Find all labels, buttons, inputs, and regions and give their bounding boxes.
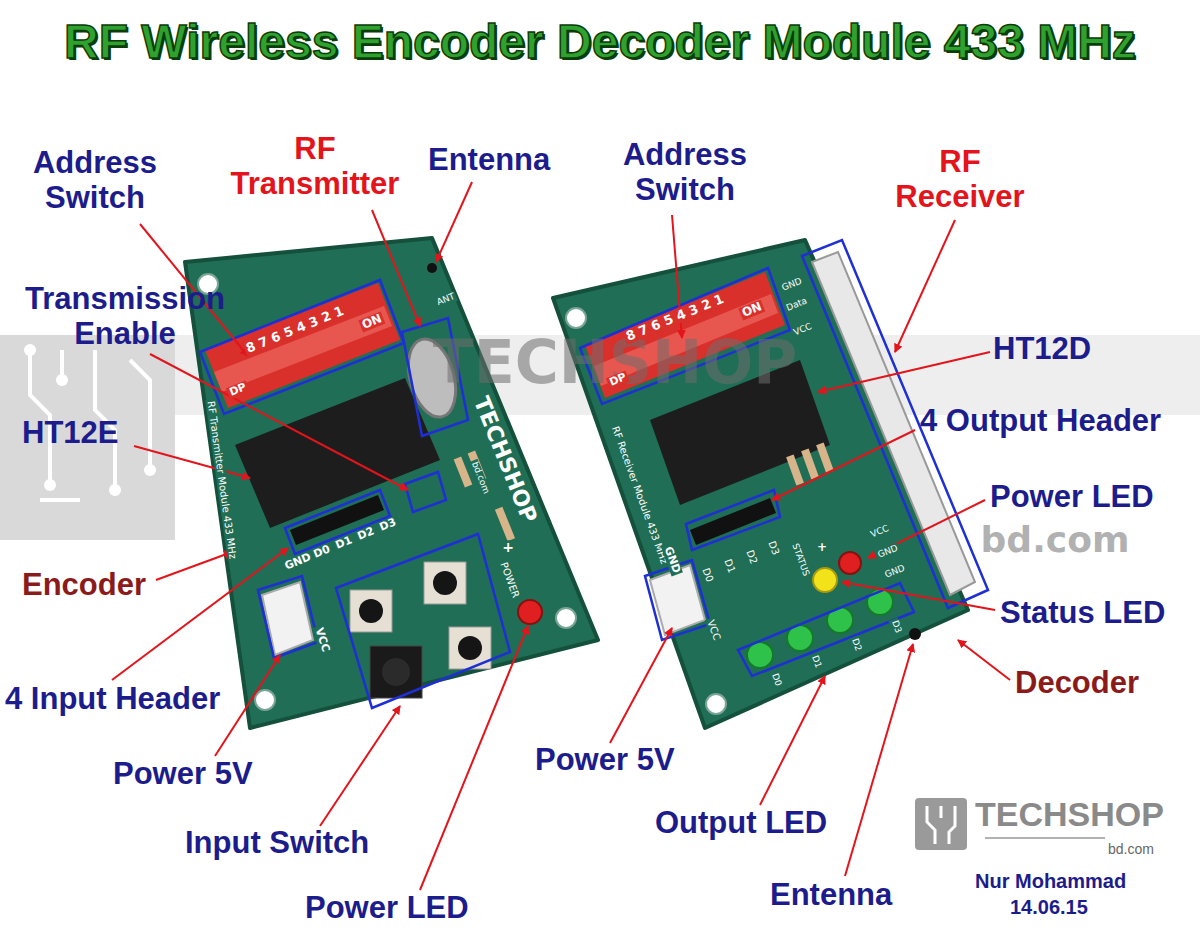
leader-line <box>436 182 472 262</box>
callout-label: Address Switch <box>15 146 175 215</box>
highlight-box <box>738 583 914 676</box>
transmitter-board <box>350 590 392 632</box>
transmitter-board <box>185 238 598 728</box>
leader-line <box>958 640 1010 680</box>
logo-icon <box>915 798 967 850</box>
watermark-band <box>56 374 68 386</box>
highlight-box <box>200 240 988 708</box>
leader-line <box>420 626 528 890</box>
leader-line <box>372 210 420 326</box>
leader-line <box>842 582 995 610</box>
logo-icon <box>927 806 955 844</box>
logo-text: TECHSHOP <box>975 795 1164 833</box>
transmitter-board <box>424 562 466 604</box>
leader-line <box>895 220 955 352</box>
callout-label: HT12E <box>22 416 118 451</box>
callout-label: Transmission Enable <box>5 282 245 351</box>
callout-label: Decoder <box>1015 666 1139 701</box>
transmitter-board <box>556 608 576 628</box>
title: RF Wireless Encoder Decoder Module 433 M… <box>64 14 1136 69</box>
highlight-box <box>258 576 318 658</box>
watermark-band <box>44 479 56 491</box>
receiver-board <box>566 308 586 328</box>
transmitter-board <box>185 238 598 728</box>
callout-label: Address Switch <box>605 138 765 207</box>
transmitter-board <box>255 690 275 710</box>
silkscreen-text: + <box>815 541 829 554</box>
watermark-band <box>144 464 156 476</box>
callout-label: Status LED <box>1000 596 1165 631</box>
callout-label: Entenna <box>428 143 550 178</box>
callout-label: Power 5V <box>113 757 253 792</box>
leader-line <box>772 430 915 500</box>
leader-line <box>150 354 408 490</box>
leader-line <box>760 676 825 805</box>
receiver-board <box>816 443 834 474</box>
receiver-board <box>786 455 804 486</box>
leader-line <box>320 706 400 826</box>
callout-label: Encoder <box>22 568 146 603</box>
receiver-board <box>813 568 837 592</box>
highlight-box <box>336 534 510 708</box>
watermark-band <box>0 335 175 540</box>
leader-line <box>112 182 1010 890</box>
transmitter-board <box>382 658 410 686</box>
callout-label: Power LED <box>305 891 469 926</box>
transmitter-board <box>518 600 542 624</box>
leader-line <box>610 628 672 743</box>
transmitter-board <box>433 571 457 595</box>
callout-label: Power 5V <box>535 743 675 778</box>
receiver-board <box>801 449 819 480</box>
receiver-board <box>839 552 861 574</box>
callout-label: Entenna <box>770 878 892 913</box>
callout-label: HT12D <box>993 332 1091 367</box>
leader-line <box>134 446 250 478</box>
callout-label: Input Switch <box>185 826 369 861</box>
callout-label: Power LED <box>990 480 1154 515</box>
highlight-box <box>405 472 446 512</box>
logo-text: bd.com <box>1108 842 1154 858</box>
leader-line <box>156 552 232 580</box>
date: 14.06.15 <box>1010 896 1088 918</box>
transmitter-board <box>427 263 437 273</box>
watermark: bd.com <box>979 520 1132 560</box>
watermark-band <box>109 484 121 496</box>
transmitter-board <box>205 283 400 408</box>
watermark-band <box>24 344 36 356</box>
receiver-board <box>909 628 921 640</box>
receiver-board <box>867 589 893 615</box>
silkscreen-text: + <box>500 540 516 555</box>
leader-line <box>215 655 280 756</box>
logo-icon <box>985 837 1105 839</box>
callout-label: 4 Input Header <box>5 682 220 717</box>
leader-line <box>845 644 913 876</box>
leader-line <box>818 352 990 392</box>
transmitter-board <box>359 599 383 623</box>
callout-label: 4 Output Header <box>920 404 1161 439</box>
receiver-board <box>706 694 726 714</box>
callout-label: RF Receiver <box>880 145 1040 214</box>
highlight-box <box>285 490 390 554</box>
author: Nur Mohammad <box>975 870 1126 892</box>
transmitter-board <box>458 636 482 660</box>
callout-label: RF Transmitter <box>215 132 415 201</box>
highlight-box <box>200 280 404 414</box>
callout-label: Output LED <box>655 806 827 841</box>
